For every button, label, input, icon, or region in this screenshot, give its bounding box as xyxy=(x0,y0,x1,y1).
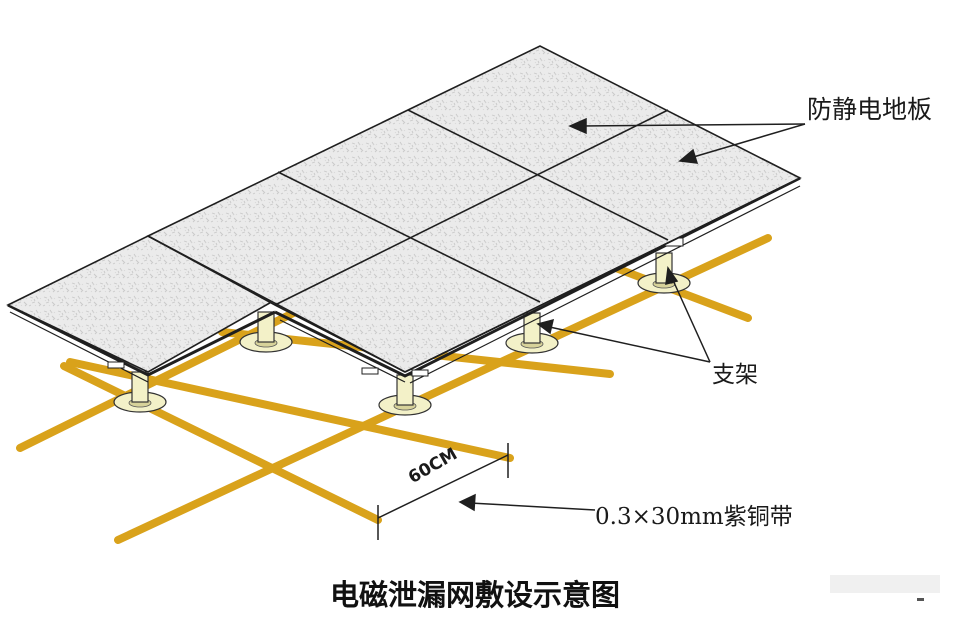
floor-label: 防静电地板 xyxy=(807,95,933,124)
anti-static-floor-tiles xyxy=(6,45,802,373)
arrow-head-icon xyxy=(678,148,699,164)
copper-strip-label: 0.3×30mm紫铜带 xyxy=(595,504,793,530)
pedestal xyxy=(505,312,559,354)
support-label: 支架 xyxy=(712,362,758,388)
pedestal xyxy=(637,252,691,294)
pedestal xyxy=(378,374,432,416)
watermark-mark xyxy=(917,598,924,601)
watermark-bar xyxy=(830,575,940,593)
dimension-line xyxy=(377,443,509,540)
diagram-caption: 电磁泄漏网敷设示意图 xyxy=(330,578,621,612)
pedestal-supports xyxy=(113,252,691,416)
arrow-head-icon xyxy=(665,265,679,286)
floor-surface xyxy=(146,45,802,373)
arrow-head-icon xyxy=(536,318,555,335)
arrow-head-icon xyxy=(568,117,587,135)
arrow-head-icon xyxy=(458,493,476,512)
copper-strip xyxy=(60,362,382,524)
leader-lines xyxy=(458,117,806,512)
